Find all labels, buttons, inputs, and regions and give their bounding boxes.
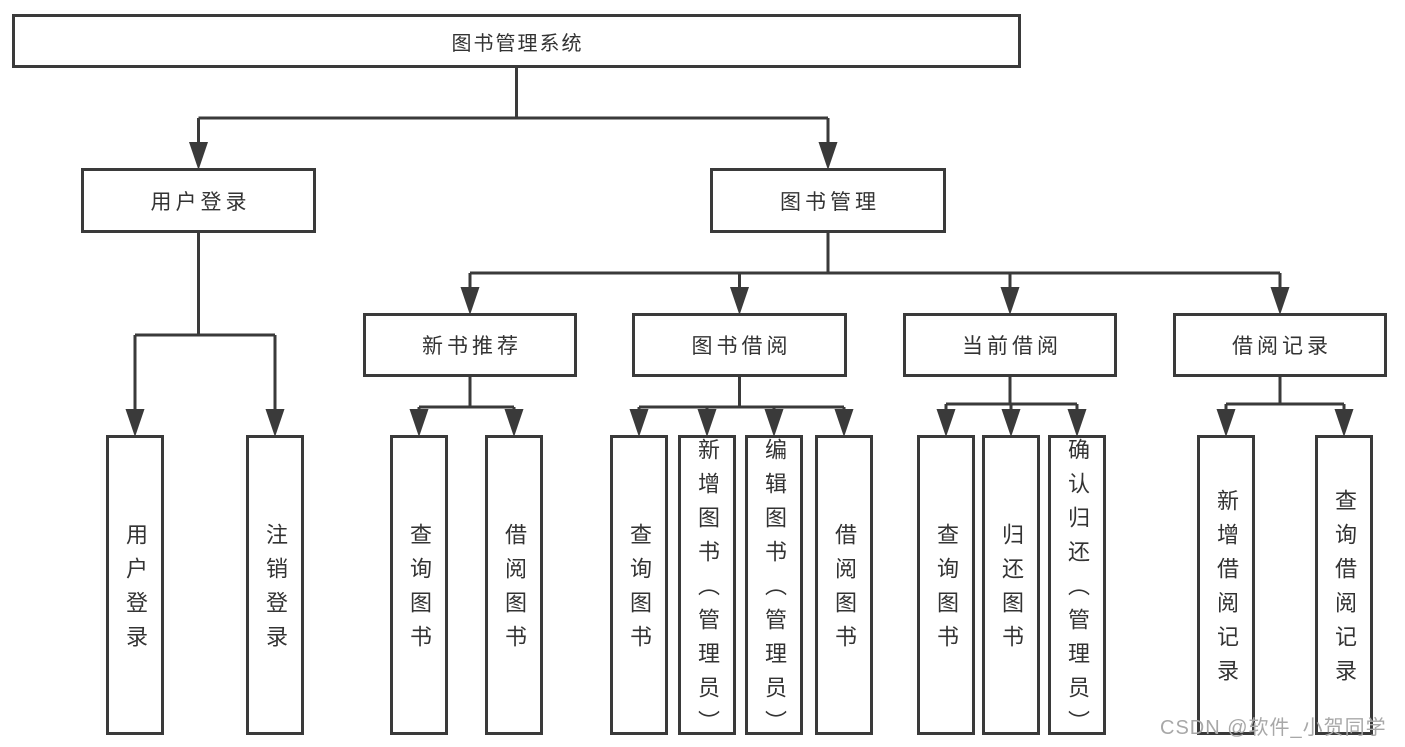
edge-book-borrow-to-leaves bbox=[629, 377, 854, 437]
node-label: 借阅图书 bbox=[502, 523, 527, 659]
node-label: 当前借阅 bbox=[962, 335, 1062, 358]
node-label: 确认归还（管理员） bbox=[1065, 438, 1090, 744]
node-label: 编辑图书（管理员） bbox=[762, 438, 787, 744]
node-label: 图书管理系统 bbox=[451, 32, 584, 55]
leaf-add-book-admin: 新增图书（管理员） bbox=[678, 435, 736, 744]
node-library-system: 图书管理系统 bbox=[12, 14, 1021, 68]
leaf-add-borrow-record: 新增借阅记录 bbox=[1197, 435, 1255, 735]
node-book-borrow: 图书借阅 bbox=[632, 313, 847, 377]
node-label: 借阅图书 bbox=[832, 523, 857, 659]
edge-user-login-to-leaves bbox=[125, 233, 285, 437]
leaf-edit-book-admin: 编辑图书（管理员） bbox=[745, 435, 803, 744]
node-label: 查询借阅记录 bbox=[1332, 489, 1357, 693]
leaf-query-borrow-record: 查询借阅记录 bbox=[1315, 435, 1373, 735]
node-label: 用户登录 bbox=[123, 523, 148, 659]
node-label: 归还图书 bbox=[999, 523, 1024, 659]
leaf-return-books: 归还图书 bbox=[982, 435, 1040, 735]
edge-current-borrow-to-leaves bbox=[936, 377, 1087, 437]
node-label: 图书借阅 bbox=[691, 335, 792, 358]
leaf-user-login: 用户登录 bbox=[106, 435, 164, 735]
node-label: 查询图书 bbox=[627, 523, 652, 659]
leaf-query-books-recommend: 查询图书 bbox=[390, 435, 448, 735]
leaf-query-books-borrow: 查询图书 bbox=[610, 435, 668, 735]
node-label: 用户登录 bbox=[150, 190, 251, 214]
leaf-borrow-books: 借阅图书 bbox=[815, 435, 873, 735]
leaf-query-books-current: 查询图书 bbox=[917, 435, 975, 735]
edge-root-to-level2 bbox=[189, 68, 838, 170]
node-label: 新增图书（管理员） bbox=[695, 438, 720, 744]
node-new-book-recommend: 新书推荐 bbox=[363, 313, 577, 377]
node-label: 注销登录 bbox=[263, 523, 288, 659]
node-label: 图书管理 bbox=[780, 190, 880, 214]
leaf-logout: 注销登录 bbox=[246, 435, 304, 735]
node-label: 新增借阅记录 bbox=[1214, 489, 1239, 693]
node-book-management: 图书管理 bbox=[710, 168, 946, 233]
edge-new-book-recommend-to-leaves bbox=[409, 377, 524, 437]
node-label: 查询图书 bbox=[407, 523, 432, 659]
leaf-confirm-return-admin: 确认归还（管理员） bbox=[1048, 435, 1106, 744]
node-label: 查询图书 bbox=[934, 523, 959, 659]
leaf-borrow-books-recommend: 借阅图书 bbox=[485, 435, 543, 735]
node-current-borrow: 当前借阅 bbox=[903, 313, 1117, 377]
node-borrow-records: 借阅记录 bbox=[1173, 313, 1387, 377]
node-label: 借阅记录 bbox=[1232, 335, 1332, 358]
node-label: 新书推荐 bbox=[422, 335, 522, 358]
node-user-login: 用户登录 bbox=[81, 168, 316, 233]
edge-book-management-to-level3 bbox=[460, 233, 1290, 315]
edge-borrow-records-to-leaves bbox=[1216, 377, 1354, 437]
csdn-watermark: CSDN @软件_小贺同学 bbox=[1160, 717, 1387, 739]
